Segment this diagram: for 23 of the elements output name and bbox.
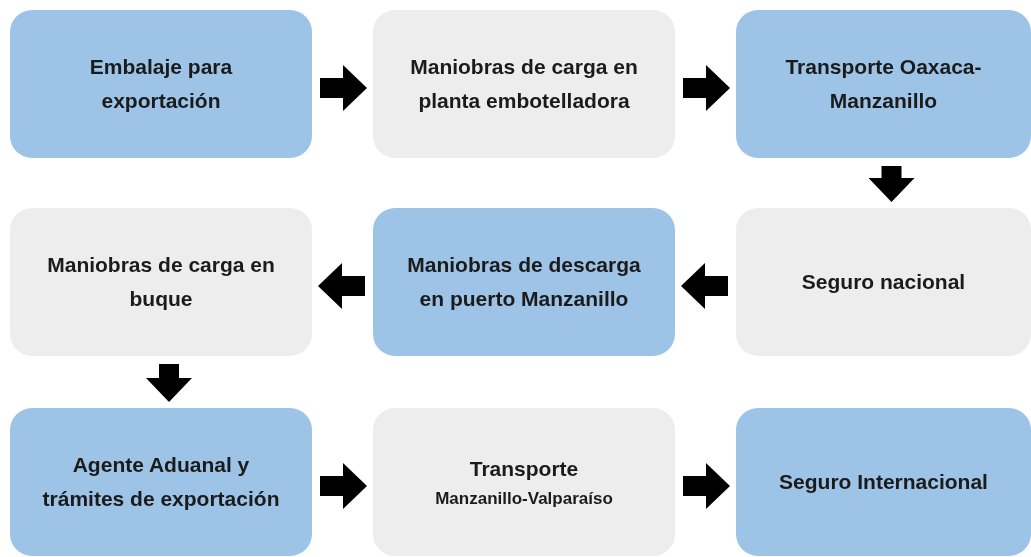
block-arrow bbox=[681, 263, 728, 309]
process-box bbox=[736, 10, 1031, 158]
process-box bbox=[736, 408, 1031, 556]
block-arrow bbox=[683, 463, 730, 509]
box-label: Seguro Internacional bbox=[779, 469, 988, 496]
box-label: Maniobras de carga en buque bbox=[46, 252, 276, 312]
process-box bbox=[10, 10, 312, 158]
process-box bbox=[10, 408, 312, 556]
box-subtext: Manzanillo-Valparaíso bbox=[435, 488, 613, 511]
box-label: Agente Aduanal y trámites de exportación bbox=[41, 452, 281, 512]
box-label: Transporte Oaxaca-Manzanillo bbox=[784, 54, 983, 114]
block-arrow bbox=[318, 263, 365, 309]
box-label: Transporte bbox=[469, 455, 579, 482]
block-arrow bbox=[868, 166, 915, 202]
block-arrow bbox=[320, 65, 367, 111]
box-label: Maniobras de carga en planta embotelladora bbox=[409, 54, 639, 114]
block-arrow bbox=[683, 65, 730, 111]
process-box bbox=[373, 208, 675, 356]
box-label: Embalaje para exportación bbox=[88, 54, 234, 114]
box-label: Seguro nacional bbox=[801, 269, 966, 296]
block-arrow bbox=[320, 463, 367, 509]
block-arrow bbox=[146, 364, 192, 402]
box-label: Maniobras de descarga en puerto Manzanillo bbox=[406, 252, 642, 312]
